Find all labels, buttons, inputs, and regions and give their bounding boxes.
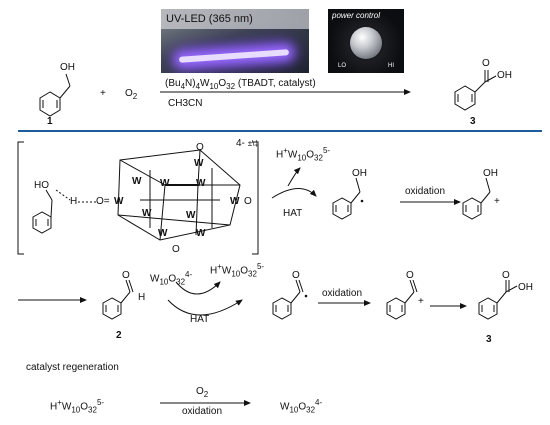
oxidation-label-1: oxidation (405, 186, 446, 197)
uv-led-label: UV-LED (365 nm) (166, 13, 253, 25)
o-atom-top: O (196, 142, 204, 153)
plus-sign: + (100, 88, 106, 99)
product-oh: OH (497, 70, 512, 81)
benzyl-cation-structure (462, 177, 491, 220)
acyl-radical-o: O (292, 270, 300, 281)
hat-arrow-2 (167, 299, 243, 316)
benzyl-alcohol-structure (39, 73, 71, 117)
product-o-row2: O (502, 270, 510, 281)
cation-oh-label: OH (483, 168, 498, 179)
power-knob[interactable] (350, 27, 382, 59)
acylium-plus: + (418, 296, 424, 307)
step2-in-species: W10O324- (150, 270, 193, 287)
w-atom-7: W (186, 210, 196, 221)
w-atom-3: W (194, 158, 204, 169)
product-o: O (482, 58, 490, 69)
radical-dot-2 (304, 294, 308, 298)
cation-plus: + (494, 196, 500, 207)
w-atom-6: W (142, 208, 152, 219)
complex-oxo: O= (96, 196, 110, 207)
o-atom-bottom: O (172, 244, 180, 255)
decatungstate-cage (117, 149, 241, 241)
regeneration-product: W10O324- (280, 398, 323, 415)
hat-release-arrow-1 (287, 167, 301, 187)
substrate-oh: OH (60, 62, 75, 73)
aldehyde-o: O (122, 270, 130, 281)
w-atom-9: W (196, 228, 206, 239)
solvent-label: CH3CN (168, 98, 203, 109)
w-atom-1: W (114, 196, 124, 207)
catalyst-formula: (Bu4N)4W10O32 (TBADT, catalyst) (165, 78, 316, 91)
regeneration-title: catalyst regeneration (26, 362, 119, 373)
hat-arrow-1 (271, 188, 317, 199)
acylium-o: O (406, 270, 414, 281)
w-atom-10: W (132, 176, 142, 187)
acylium-structure (386, 279, 418, 320)
benzoic-acid-structure-2 (478, 280, 518, 320)
step2-hat-label: HAT (190, 314, 210, 325)
w-atom-5: W (230, 196, 240, 207)
substrate-label: 1 (47, 116, 53, 127)
intermediate-label: 2 (116, 330, 122, 341)
step1-species: H+W10O325- (276, 146, 331, 163)
benzoyl-radical-structure (272, 279, 304, 320)
aldehyde-h: H (138, 292, 146, 303)
photo-label-band (161, 9, 309, 29)
benzaldehyde-structure (102, 279, 134, 320)
complex-h: H (70, 196, 78, 207)
complex-benzyl-alcohol (32, 189, 96, 234)
uv-lamp-glow (178, 49, 290, 63)
w-atom-8: W (158, 228, 168, 239)
radical-dot-1 (360, 199, 364, 203)
benzoic-acid-structure (454, 70, 497, 111)
knob-hi-label: HI (388, 63, 394, 69)
knob-lo-label: LO (338, 63, 347, 69)
regeneration-reagent: O2 (196, 386, 209, 399)
regeneration-reactant: H+W10O325- (50, 398, 105, 415)
product-label-top: 3 (470, 116, 476, 127)
oxidant-o2: O2 (125, 88, 138, 101)
complex-charge: 4- ±\‡ (236, 138, 259, 149)
hat-curve-2 (175, 281, 221, 295)
product-oh-row2: OH (518, 282, 533, 293)
product-label-row2: 3 (486, 334, 492, 345)
uv-led-photo (161, 9, 309, 73)
step2-out-species: H+W10O325- (210, 262, 265, 279)
power-control-label: power control (332, 11, 381, 20)
complex-ho: HO (34, 180, 49, 191)
regeneration-arrow-label: oxidation (182, 406, 223, 417)
w-atom-4: W (196, 178, 206, 189)
benzyl-radical-structure (332, 177, 361, 220)
power-control-panel (328, 9, 404, 73)
complex-brackets (17, 141, 259, 255)
oxidation-label-2: oxidation (322, 288, 363, 299)
step1-hat-label: HAT (283, 208, 303, 219)
radical-oh-label: OH (352, 168, 367, 179)
o-atom-right: O (244, 196, 252, 207)
w-atom-2: W (160, 178, 170, 189)
